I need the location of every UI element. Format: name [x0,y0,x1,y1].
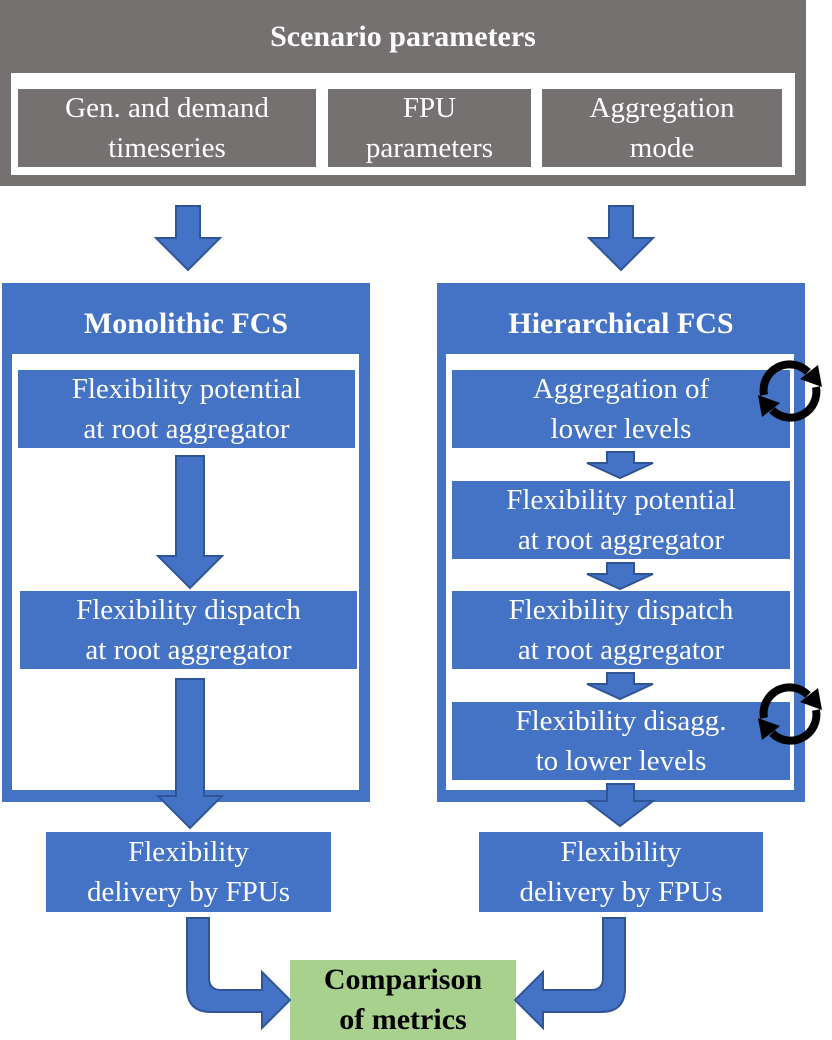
arrow-scenario-to-monolithic [153,205,223,272]
gen-demand-timeseries-box: Gen. and demand timeseries [18,89,316,167]
hier-flexibility-dispatch-box: Flexibility dispatch at root aggregator [452,591,790,669]
arrow-mono-delivery-to-comparison [186,917,292,1031]
aggregation-mode-box: Aggregation mode [542,89,782,167]
hier-flexibility-delivery-box: Flexibility delivery by FPUs [479,832,763,912]
refresh-cycle-icon [758,683,822,745]
arrow-hier-delivery-to-comparison [513,917,626,1031]
arrow-hier-aggregation-to-potential [586,451,654,480]
hier-flexibility-potential-box: Flexibility potential at root aggregator [452,481,790,559]
scenario-parameters-title: Scenario parameters [270,20,536,53]
comparison-of-metrics-box: Comparison of metrics [290,960,516,1040]
hier-flexibility-disagg-box: Flexibility disagg. to lower levels [452,702,790,780]
arrow-hier-dispatch-to-disagg [586,672,654,701]
mono-flexibility-potential-box: Flexibility potential at root aggregator [18,370,355,448]
mono-flexibility-dispatch-box: Flexibility dispatch at root aggregator [20,591,357,669]
arrow-mono-dispatch-to-delivery [155,678,225,830]
mono-flexibility-delivery-box: Flexibility delivery by FPUs [46,832,331,912]
hier-aggregation-lower-levels-box: Aggregation of lower levels [452,370,790,448]
refresh-cycle-icon [758,360,822,422]
arrow-hier-frame-to-delivery [584,783,656,828]
monolithic-fcs-title: Monolithic FCS [83,307,289,340]
arrow-scenario-to-hierarchical [586,205,656,272]
arrow-mono-potential-to-dispatch [155,455,225,590]
arrow-hier-potential-to-dispatch [586,562,654,591]
hierarchical-fcs-title: Hierarchical FCS [508,307,734,340]
fpu-parameters-box: FPU parameters [328,89,531,167]
